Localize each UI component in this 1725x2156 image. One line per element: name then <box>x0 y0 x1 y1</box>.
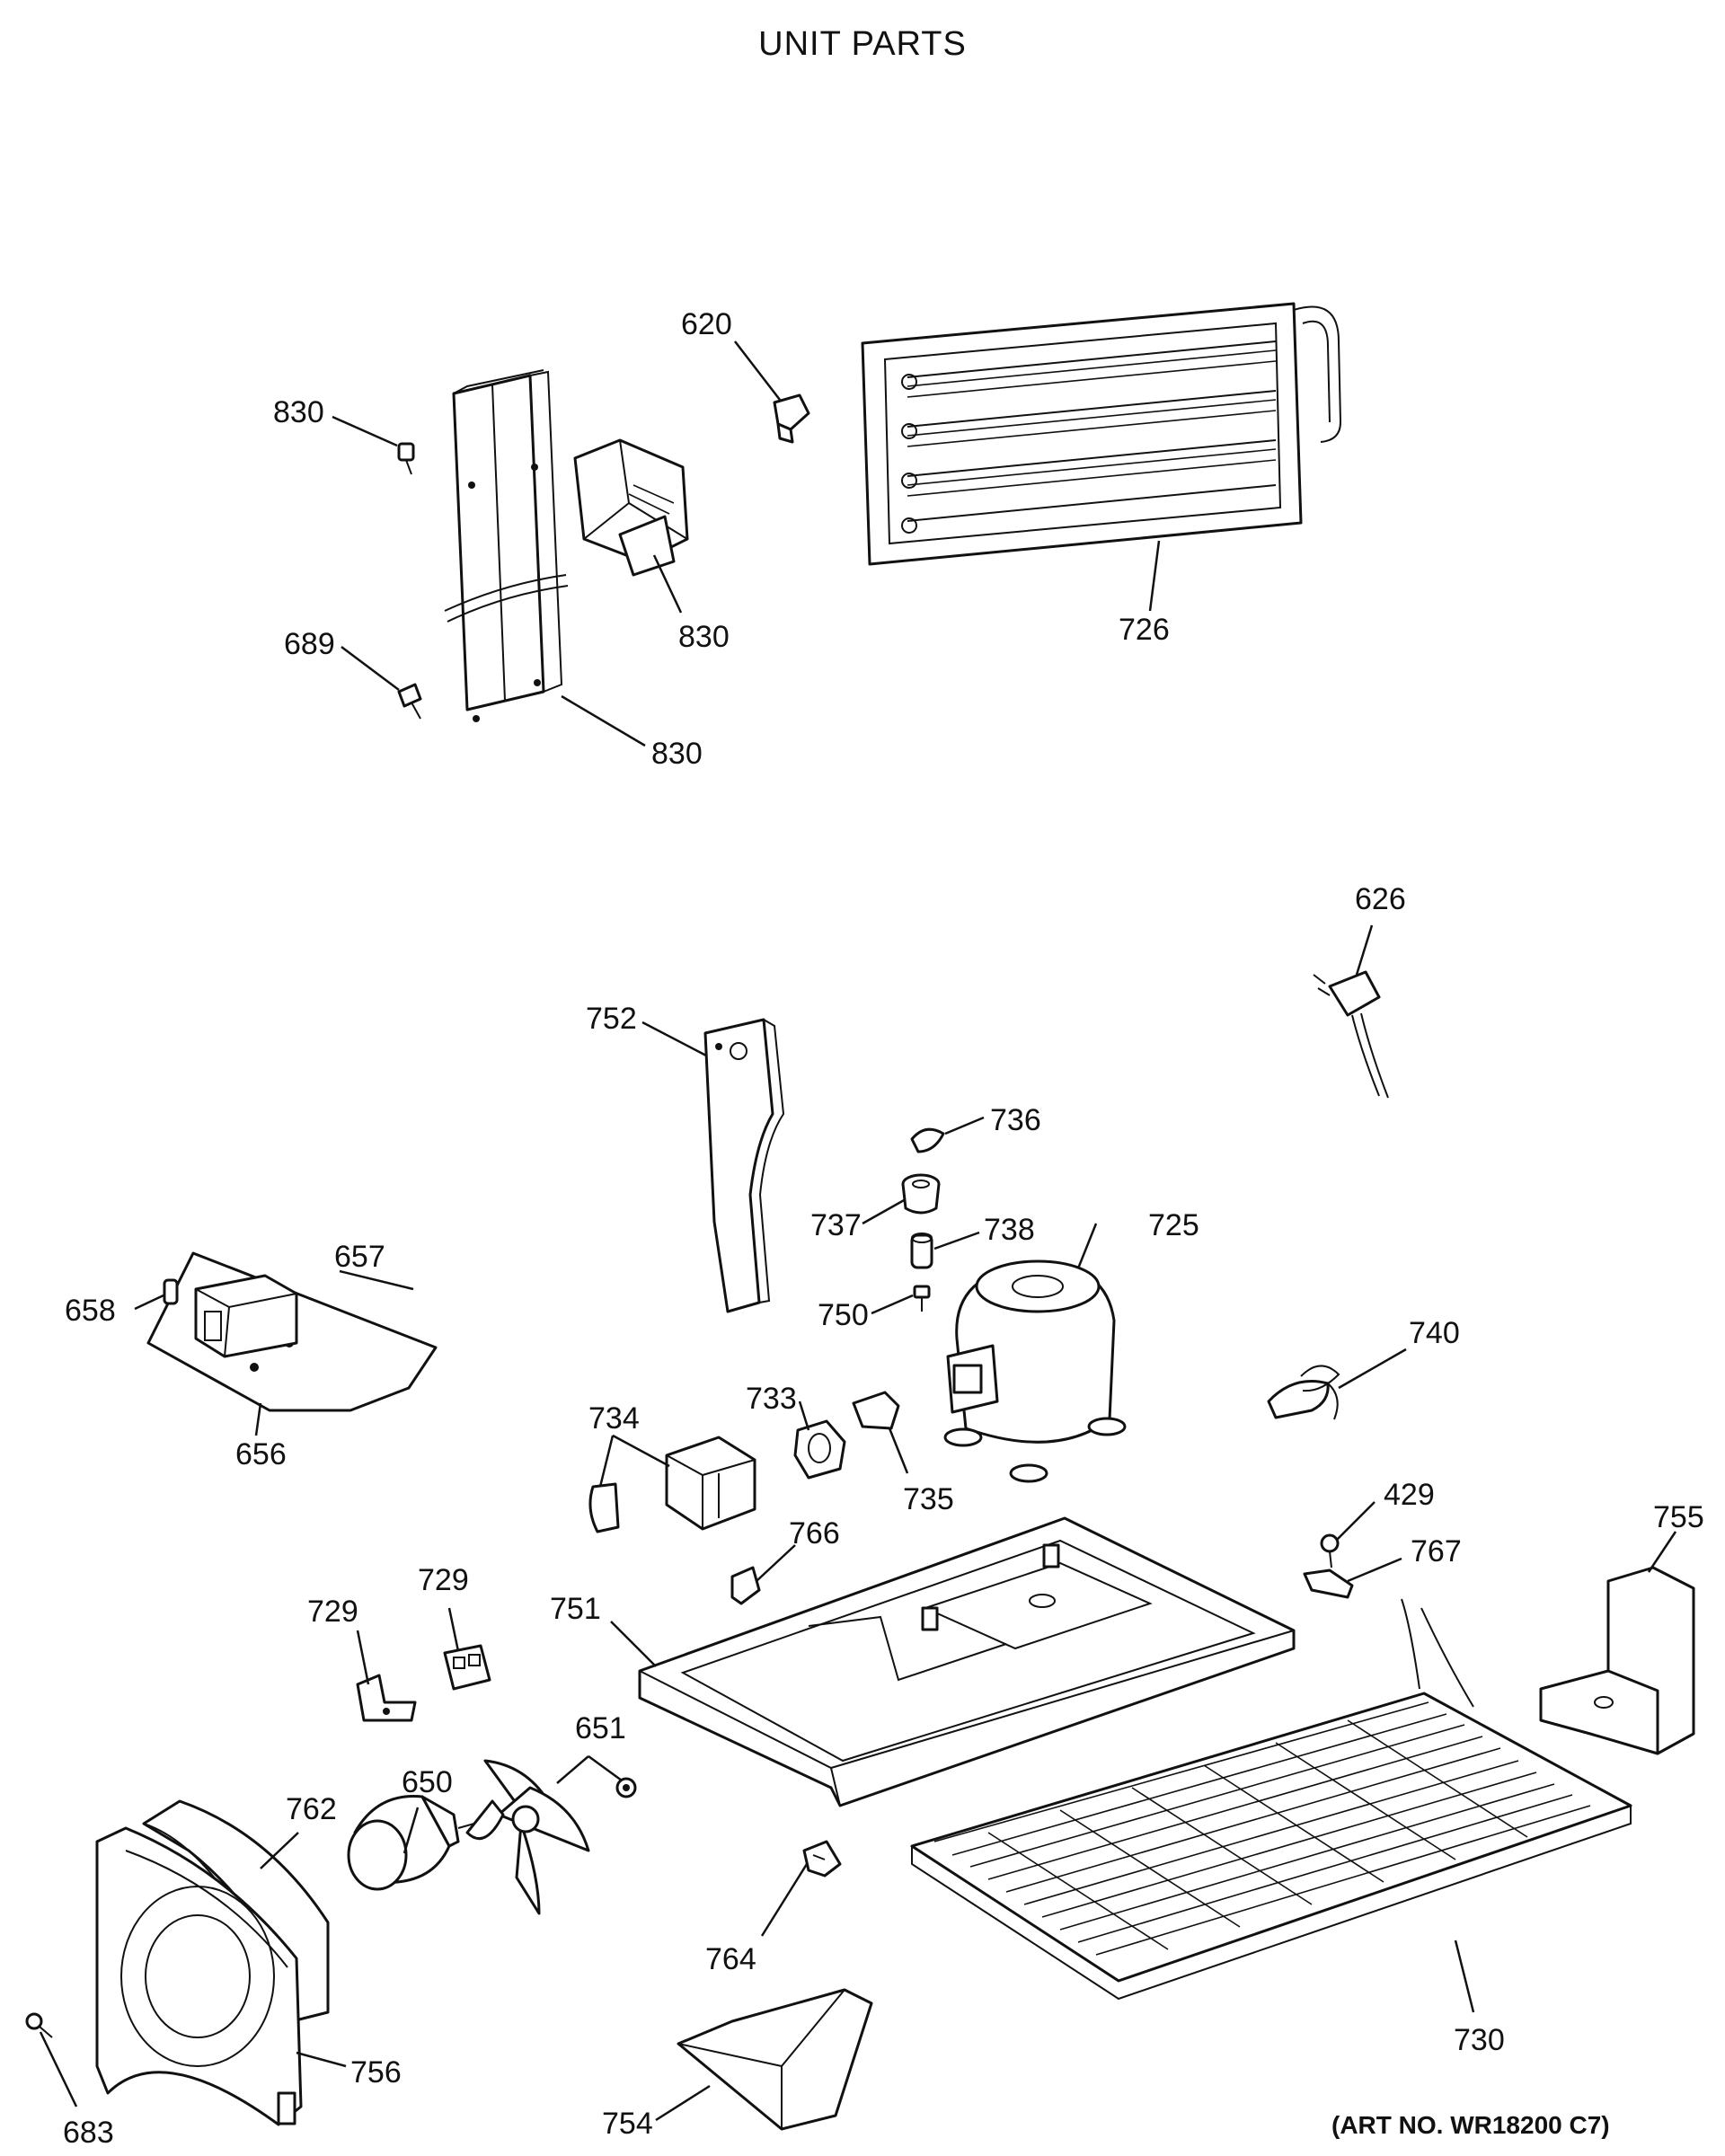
label-738: 738 <box>984 1213 1035 1247</box>
fan-shroud-part-756[interactable] <box>95 1826 303 2126</box>
evaporator-part-726[interactable] <box>861 302 1342 566</box>
compressor-part-725[interactable] <box>943 1259 1127 1483</box>
label-737: 737 <box>810 1208 862 1242</box>
label-830a: 830 <box>273 395 324 429</box>
label-752: 752 <box>586 1002 637 1036</box>
art-number: (ART NO. WR18200 C7) <box>1331 2111 1610 2139</box>
label-683: 683 <box>63 2116 114 2150</box>
grommet-part-737[interactable] <box>901 1173 941 1215</box>
leader-lines <box>39 340 1677 2122</box>
screw-part-683[interactable] <box>25 2012 53 2038</box>
housing-part-830[interactable] <box>573 438 689 577</box>
drain-pan-part-754[interactable] <box>677 1988 873 2131</box>
relay-part-734[interactable] <box>588 1436 756 1533</box>
label-734: 734 <box>588 1401 640 1436</box>
label-726: 726 <box>1119 613 1170 647</box>
condenser-part-730[interactable] <box>910 1598 1632 2001</box>
label-755: 755 <box>1653 1500 1704 1534</box>
label-658: 658 <box>65 1294 116 1328</box>
overload-part-733[interactable] <box>793 1419 846 1480</box>
label-750: 750 <box>818 1298 869 1332</box>
label-751: 751 <box>550 1592 601 1626</box>
base-pan-part-751[interactable] <box>638 1516 1296 1807</box>
bracket-part-729a[interactable] <box>356 1674 417 1722</box>
label-740: 740 <box>1409 1316 1460 1350</box>
label-620: 620 <box>681 307 732 341</box>
label-735: 735 <box>903 1482 954 1516</box>
label-730: 730 <box>1454 2023 1505 2057</box>
bracket-part-752[interactable] <box>703 1018 785 1313</box>
label-736: 736 <box>990 1103 1041 1137</box>
fan-motor-part-650[interactable] <box>347 1795 482 1891</box>
label-764: 764 <box>705 1942 756 1976</box>
cover-part-735[interactable] <box>852 1391 900 1430</box>
label-754: 754 <box>602 2107 653 2141</box>
fan-blade-part-651[interactable] <box>465 1759 637 1915</box>
bracket-part-755[interactable] <box>1539 1566 1695 1755</box>
bracket-part-729b[interactable] <box>443 1644 491 1691</box>
page-title: UNIT PARTS <box>758 25 967 63</box>
clip-part-767[interactable] <box>1303 1568 1354 1599</box>
spacer-part-738[interactable] <box>910 1233 933 1269</box>
fuse-part-658[interactable] <box>163 1278 179 1305</box>
label-657: 657 <box>334 1240 385 1274</box>
label-626: 626 <box>1355 882 1406 916</box>
label-766: 766 <box>789 1516 840 1551</box>
clip-part-736[interactable] <box>910 1127 945 1153</box>
label-830c: 830 <box>651 737 703 771</box>
label-762: 762 <box>286 1792 337 1826</box>
label-689: 689 <box>284 627 335 661</box>
label-729b: 729 <box>418 1563 469 1597</box>
label-756: 756 <box>350 2055 402 2090</box>
part-labels: 830 689 830 830 620 726 626 752 736 737 … <box>63 307 1704 2150</box>
screw-part-830[interactable] <box>397 442 415 475</box>
screw-part-689[interactable] <box>397 683 422 720</box>
label-729a: 729 <box>307 1595 358 1629</box>
label-650: 650 <box>402 1765 453 1799</box>
clip-part-620[interactable] <box>773 393 810 444</box>
label-429: 429 <box>1384 1478 1435 1512</box>
label-656: 656 <box>235 1437 287 1471</box>
transformer-part-657[interactable] <box>194 1274 298 1358</box>
clip-part-766[interactable] <box>730 1566 761 1605</box>
power-cord-part-626[interactable] <box>1313 970 1389 1099</box>
label-767: 767 <box>1411 1534 1462 1568</box>
bolt-part-750[interactable] <box>913 1285 931 1312</box>
clip-part-740[interactable] <box>1267 1365 1340 1420</box>
screw-part-429[interactable] <box>1320 1533 1340 1568</box>
label-830b: 830 <box>678 620 730 654</box>
label-651: 651 <box>575 1711 626 1745</box>
clip-part-764[interactable] <box>802 1840 842 1878</box>
channel-part-830[interactable] <box>444 369 569 722</box>
label-725: 725 <box>1148 1208 1199 1242</box>
label-733: 733 <box>746 1382 797 1416</box>
